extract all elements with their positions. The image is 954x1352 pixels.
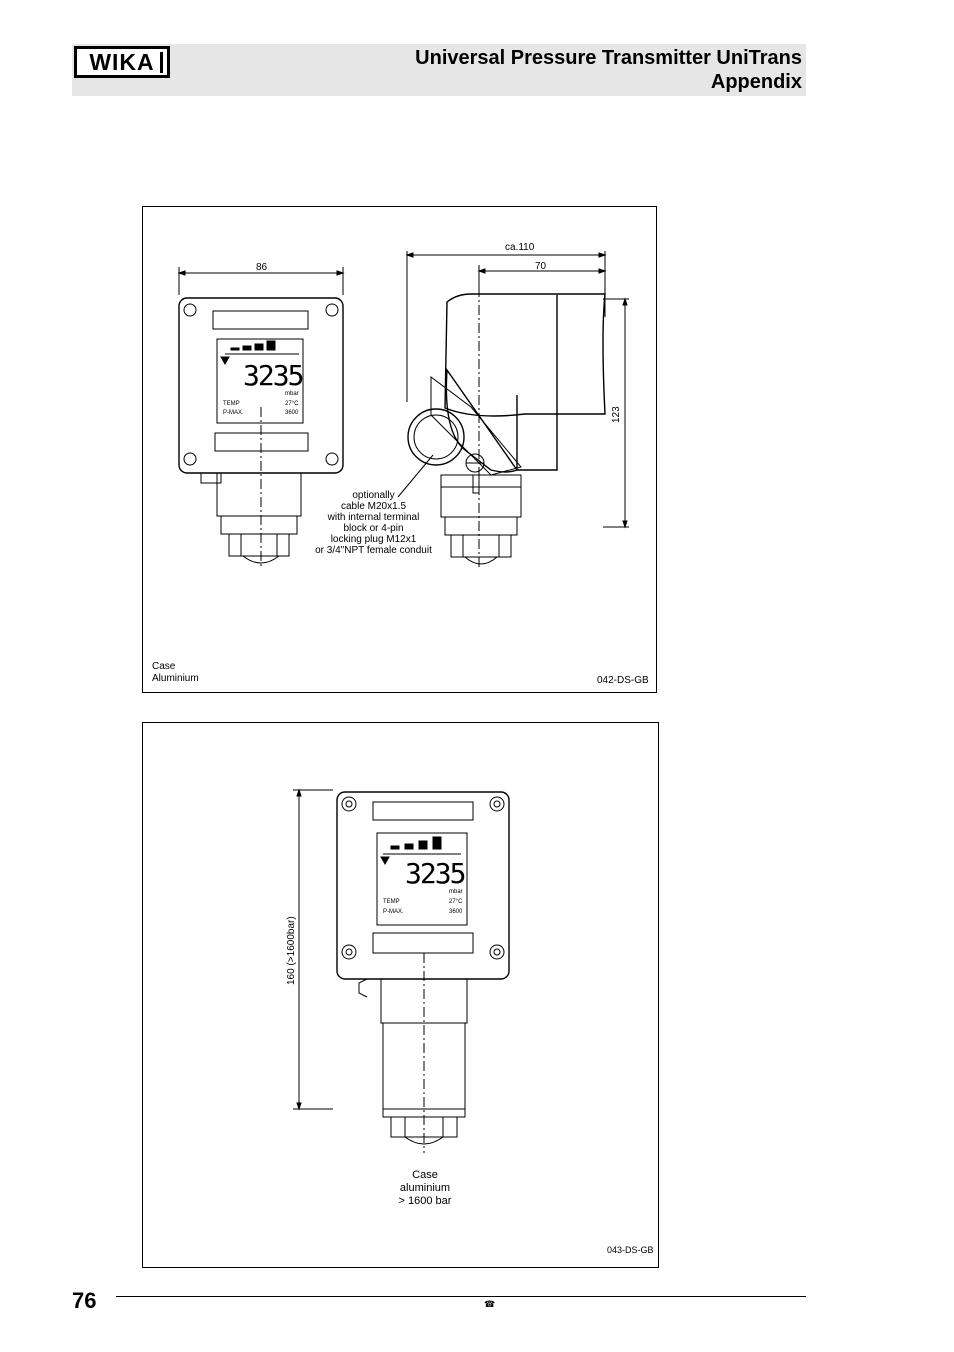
page-number: 76 [72, 1288, 97, 1313]
display-unit: mbar [285, 391, 299, 397]
dim-height-hp: 160 (>1600bar) [286, 916, 297, 985]
wika-logo: WIKA [74, 46, 170, 78]
dim-width-side: ca.110 [505, 242, 535, 253]
display-pmax-value-hp: 3600 [449, 909, 463, 915]
logo-bar [160, 52, 163, 73]
dim-height: 123 [611, 406, 622, 423]
display-unit-hp: mbar [449, 889, 463, 895]
display-temp-label: TEMP [223, 401, 240, 407]
drawing-code: 042-DS-GB [597, 675, 649, 686]
case-line: aluminium [399, 1182, 451, 1194]
page-title: Universal Pressure Transmitter UniTrans … [415, 46, 802, 94]
dim-width-front: 86 [256, 262, 268, 273]
title-line-2: Appendix [710, 71, 802, 93]
display-pmax-label-hp: P-MAX. [383, 909, 404, 915]
note-line: block or 4-pin [343, 523, 404, 534]
case-line: Case [412, 1169, 438, 1181]
footer-rule [116, 1296, 806, 1297]
note-line: cable M20x1.5 [340, 501, 407, 512]
drawing-frame-high-pressure: 160 (>1600bar) 3235 mbar TEMP 27°C P-MAX… [142, 722, 659, 1268]
logo-text: WIKA [89, 48, 155, 75]
display-value: 3235 [243, 359, 304, 392]
note-line: locking plug M12x1 [330, 534, 417, 545]
drawing-frame-aluminium: 86 ca.110 70 123 3235 mbar TEMP 27°C P-M… [142, 206, 657, 693]
display-temp-value: 27°C [285, 401, 299, 407]
header-band [72, 44, 806, 96]
title-line-1: Universal Pressure Transmitter UniTrans [415, 47, 802, 69]
case-block-hp: Case aluminium > 1600 bar [375, 1169, 475, 1208]
drawing-code-hp: 043-DS-GB [607, 1245, 654, 1255]
case-line: > 1600 bar [398, 1195, 452, 1207]
note-line: with internal terminal [327, 512, 420, 523]
case-label-1: Case [152, 661, 176, 672]
drawing-aluminium-svg [177, 251, 629, 567]
display-pmax-value: 3600 [285, 410, 299, 416]
display-temp-value-hp: 27°C [449, 899, 463, 905]
display-pmax-label: P-MAX. [223, 410, 244, 416]
dim-depth: 70 [535, 261, 547, 272]
case-label-2: Aluminium [152, 673, 199, 684]
display-value-hp: 3235 [405, 857, 466, 890]
phone-icon: ☎ [484, 1299, 496, 1309]
note-block: optionally cable M20x1.5 with internal t… [311, 490, 436, 556]
display-temp-label-hp: TEMP [383, 899, 400, 905]
drawing-high-pressure-svg [293, 788, 510, 1153]
note-line: or 3/4"NPT female conduit [315, 545, 432, 556]
note-line: optionally [352, 490, 395, 501]
